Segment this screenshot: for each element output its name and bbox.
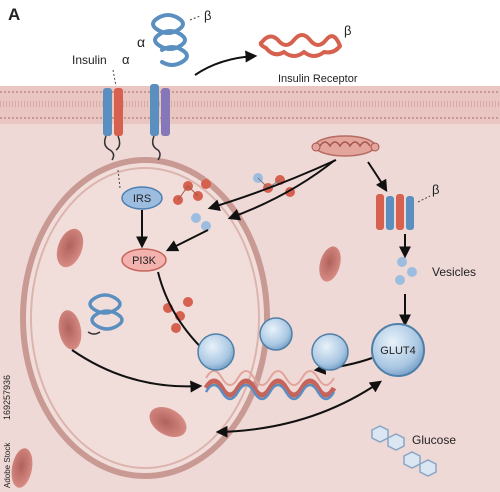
vesicle [311,333,349,371]
glucose-molecules-icon [371,425,437,477]
watermark-id: 169257936 [2,375,12,420]
glucose-label: Glucose [412,433,456,447]
beta-label-right: β [344,23,351,38]
organelle [56,228,84,268]
alpha-label-left: α [122,52,130,67]
beta-label-mid: β [432,182,439,197]
beta-label-top: β [204,8,211,23]
organelle [149,406,187,438]
organelle [319,246,341,282]
arrow-membrane-to-glucose-bidirectional [215,380,382,438]
panel-letter: A [8,5,20,24]
arrow-to-pi3k [165,229,209,252]
cell-membrane [0,86,500,124]
vesicle-group [197,317,349,371]
protein-fragment-icon [87,293,124,335]
arrow-glut4-to-membrane [313,357,373,375]
pi3k-label: PI3K [132,255,157,267]
arrow-insulin-to-receptor [194,50,258,76]
receptor-cluster-icon [311,135,380,157]
watermark-brand: Adobe Stock [3,442,12,488]
ligand-molecule-icon [173,179,211,231]
insulin-label: Insulin [72,53,107,67]
vesicle [259,317,293,351]
ligand-molecule-icon [395,257,417,285]
irs-label: IRS [133,193,151,205]
nucleus-membrane [20,157,270,479]
organelle [11,448,33,488]
vesicles-label: Vesicles [432,265,476,279]
vesicle [197,333,235,371]
alpha-label-top: α [137,34,145,50]
glut4-label: GLUT4 [380,345,415,357]
insulin-receptor-label: Insulin Receptor [278,73,358,85]
vesicle-protein-icon [376,194,431,230]
organelles [11,228,341,488]
insulin-receptor-protein-icon [258,33,343,58]
arrow-ligand-to-membrane [71,349,203,393]
organelle [58,310,82,350]
transmembrane-receptor-2 [150,84,170,161]
arrow-receptor-bidirectional [227,159,336,221]
pi3k-node [121,248,167,272]
irs-node [121,186,163,210]
translocation-complex [203,370,337,401]
arrow-receptor-to-irs [207,159,337,211]
arrow-cluster-to-vesicle-protein [367,161,388,193]
transmembrane-receptor-1 [103,88,123,161]
insulin-molecule-icon [151,13,201,67]
glut4-vesicle [371,323,425,377]
